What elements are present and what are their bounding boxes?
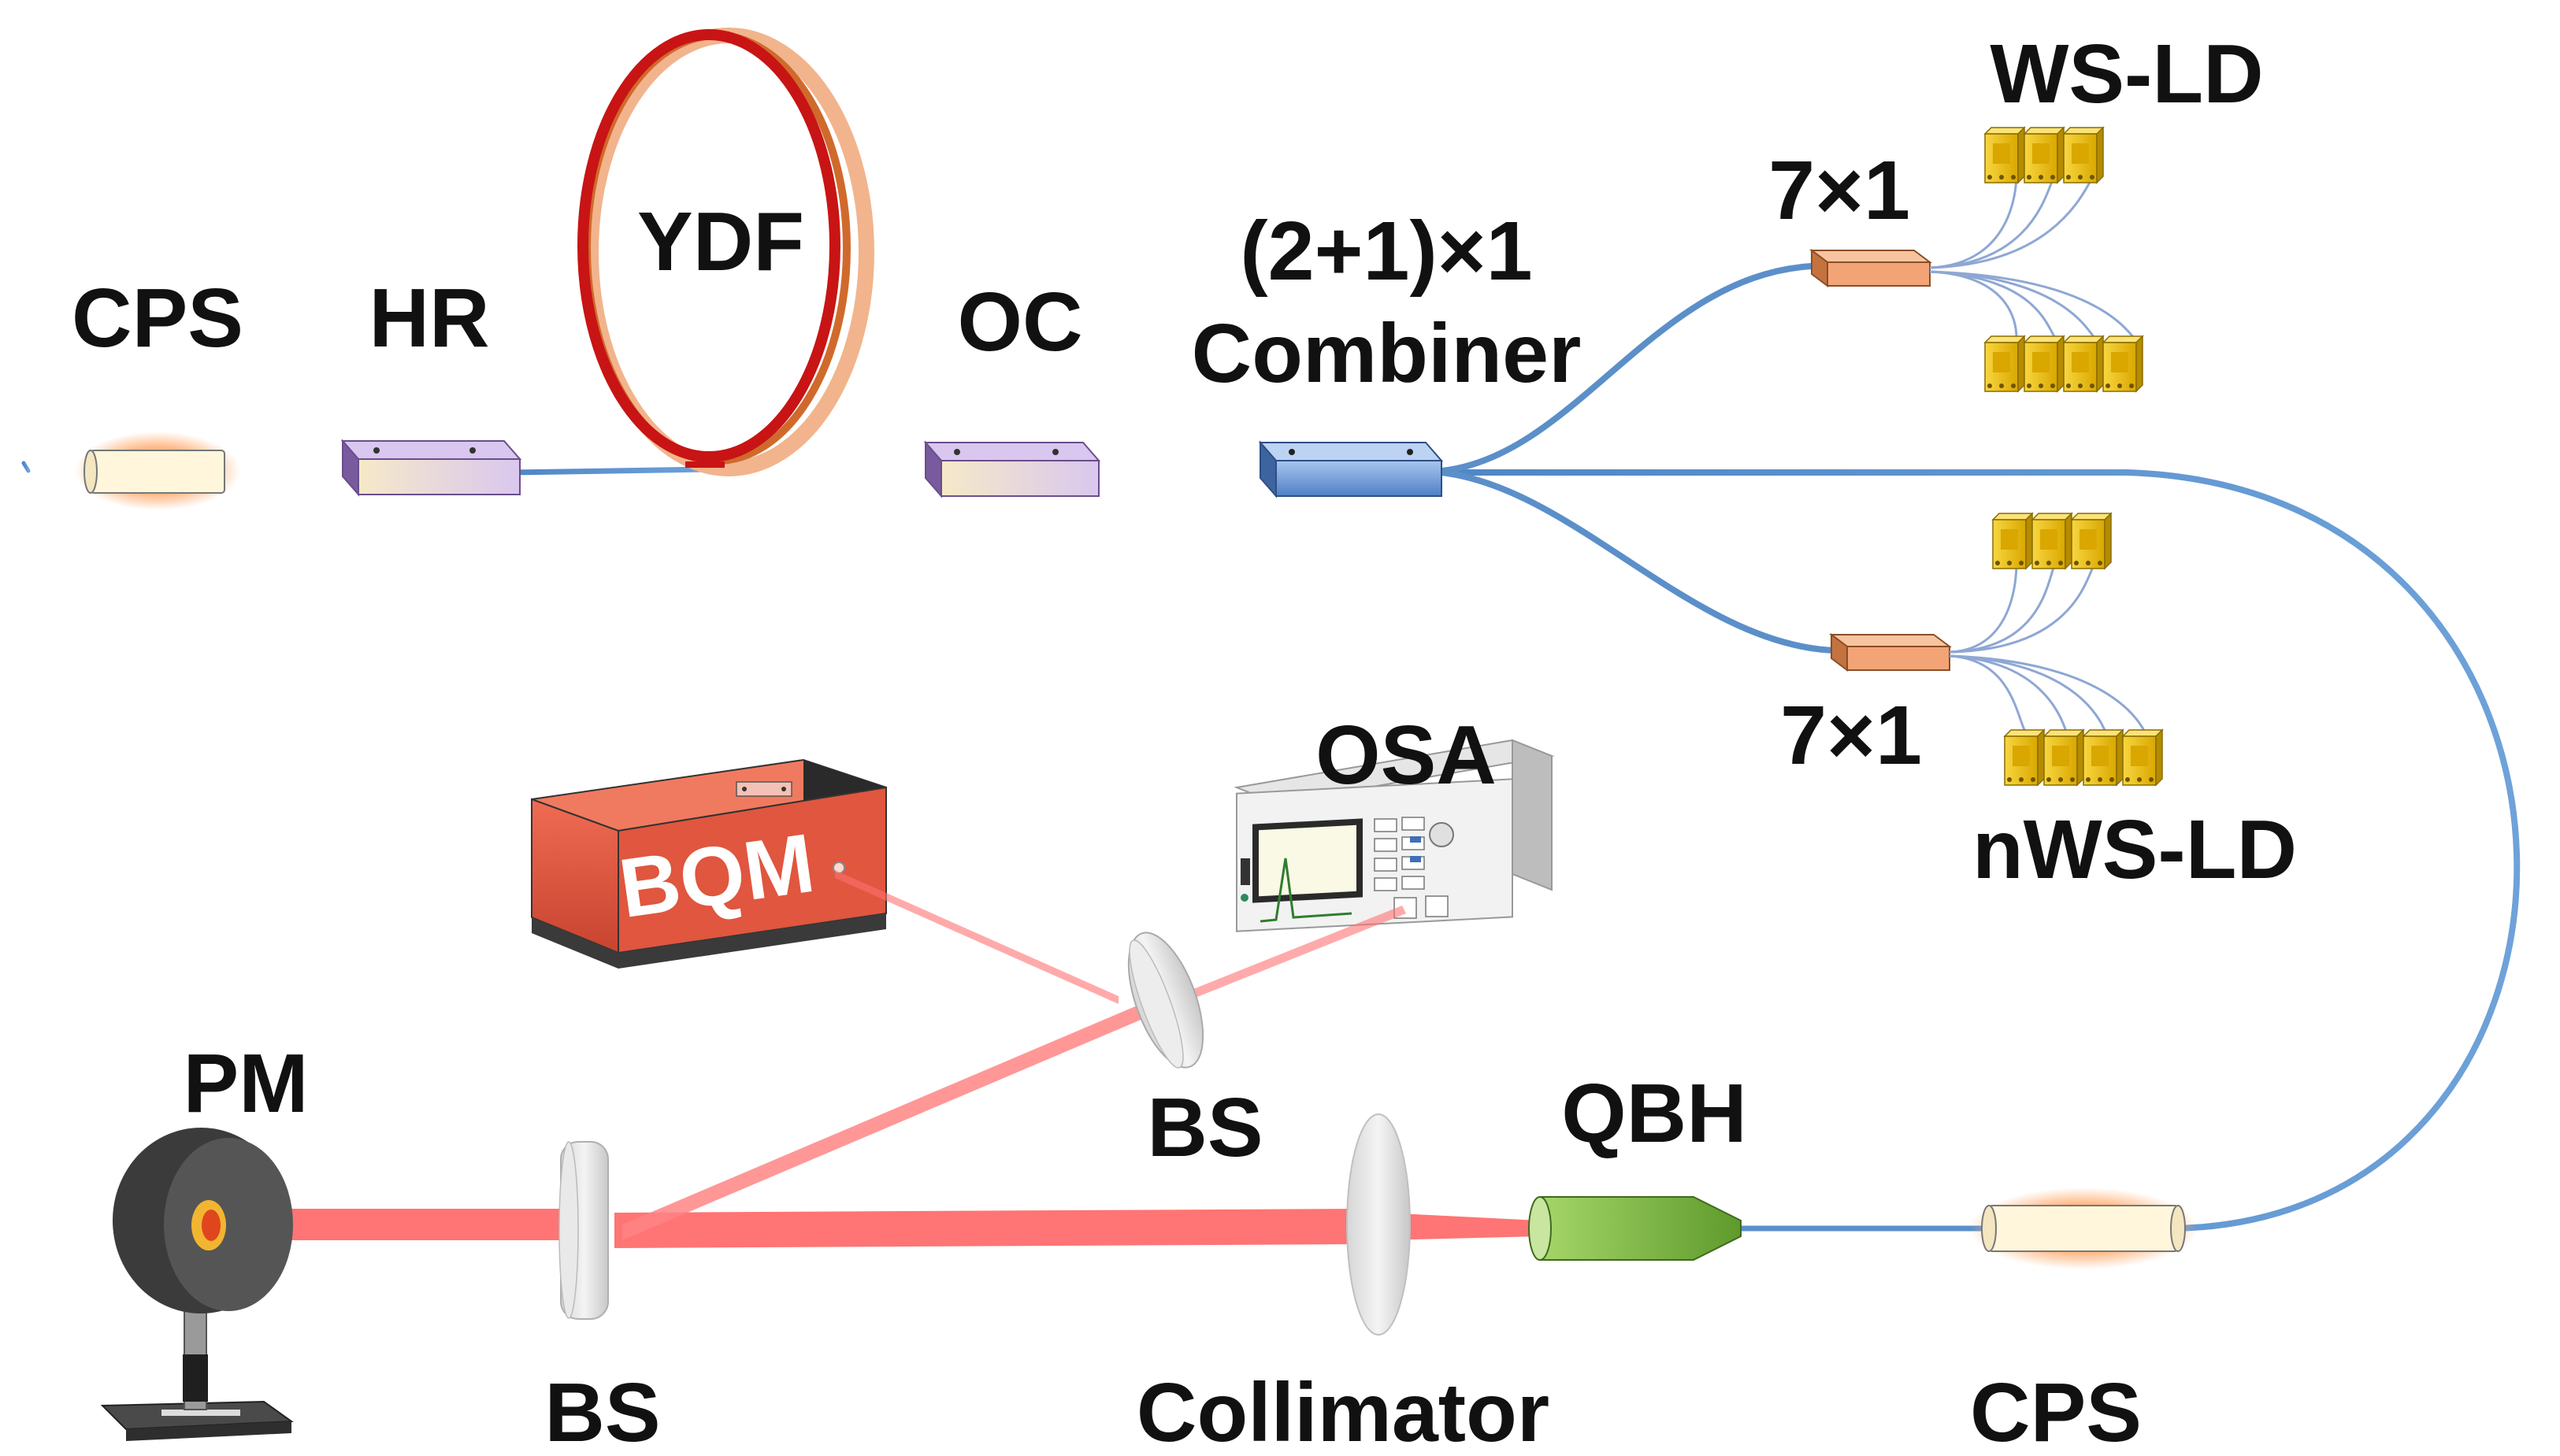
ws-ld-diode-top-1 [1983,126,2026,184]
ws-ld-diode-top-3 [2062,126,2105,184]
laser-beams [213,870,1540,1248]
label-osa: OSA [1315,709,1497,802]
nws-ld-diode-top-3 [2070,512,2113,570]
nws-ld-diode-top-2 [2031,512,2073,570]
nws-ld-diode-bottom-4 [2121,728,2164,787]
cps-bottom [1969,1187,2198,1269]
label-nws-ld: nWS-LD [1972,803,2297,896]
label-ws-ld: WS-LD [1990,28,2263,120]
bqm-instrument [531,758,887,969]
label-cps-top: CPS [72,272,243,365]
qbh-connector [1528,1196,1742,1261]
label-ydf: YDF [637,195,804,288]
label-bs-right: BS [1147,1081,1263,1174]
beam-splitter-right [1127,932,1204,1069]
nws-ld-diode-bottom-1 [2003,728,2046,787]
ws-ld-diode-bottom-2 [2023,335,2065,393]
label-oc: OC [958,276,1083,369]
nws-ld-diode-bottom-2 [2042,728,2085,787]
label-collimator: Collimator [1137,1366,1549,1456]
pump-combiner [1258,440,1444,498]
label-coupler-top: 7×1 [1768,144,1910,237]
label-pm: PM [184,1037,309,1130]
collimator-lens [1346,1113,1411,1336]
cps-top [75,432,240,510]
ws-ld-diode-bottom-1 [1983,335,2026,393]
power-meter [100,1128,294,1441]
oc-grating [923,440,1101,498]
coupler-top [1809,249,1932,287]
pump-fibers-ws [1929,172,2136,340]
nws-ld-diode-top-1 [1991,512,2034,570]
labels: CPS HR YDF OC (2+1)×1 Combiner WS-LD 7×1… [72,28,2297,1456]
label-hr: HR [369,272,489,365]
pump-fibers-nws [1949,561,2148,738]
hr-grating [340,439,522,497]
label-combiner-ratio: (2+1)×1 [1240,205,1532,298]
label-combiner: Combiner [1192,307,1582,400]
nws-ld-diode-bottom-3 [2082,728,2124,787]
beam-splitter-left [558,1141,609,1320]
coupler-bottom [1829,633,1952,672]
ydf-coil [577,28,874,476]
branch-to-bottom-coupler [1441,469,1836,654]
label-cps-bottom: CPS [1970,1366,2142,1456]
ws-ld-diode-top-2 [2023,126,2065,184]
label-bs-left: BS [544,1366,660,1456]
ws-ld-diode-bottom-4 [2102,335,2144,393]
label-coupler-bottom: 7×1 [1780,689,1922,782]
ws-ld-diode-bottom-3 [2062,335,2105,393]
ws-ld-array [1983,126,2144,393]
branch-to-top-coupler [1441,263,1812,474]
label-qbh: QBH [1561,1067,1747,1160]
nws-ld-array [1991,512,2164,787]
osa-instrument [1234,739,1555,932]
